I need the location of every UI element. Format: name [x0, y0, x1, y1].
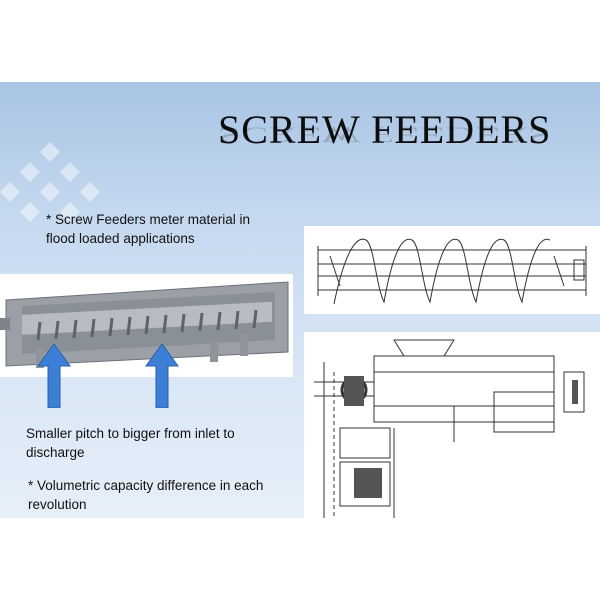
pitch-note: Smaller pitch to bigger from inlet to di… [26, 426, 235, 460]
slide-title-reflection: SCREW FEEDERS [218, 122, 552, 148]
screw-flight-drawing [304, 226, 600, 314]
diamond-pattern-decoration [0, 142, 100, 222]
slide-title: SCREW FEEDERS [218, 107, 552, 152]
bullet-volumetric-capacity: * Volumetric capacity difference in each… [28, 478, 264, 512]
screw-feeder-3d-image [0, 274, 293, 377]
arrow-up-icon [37, 344, 71, 408]
bullet-flood-loaded: * Screw Feeders meter material in flood … [46, 212, 251, 246]
screw-feeder-assembly-drawing [304, 332, 600, 518]
arrow-up-icon [145, 344, 179, 408]
slide: SCREW FEEDERS SCREW FEEDERS * Screw Feed… [0, 82, 600, 518]
